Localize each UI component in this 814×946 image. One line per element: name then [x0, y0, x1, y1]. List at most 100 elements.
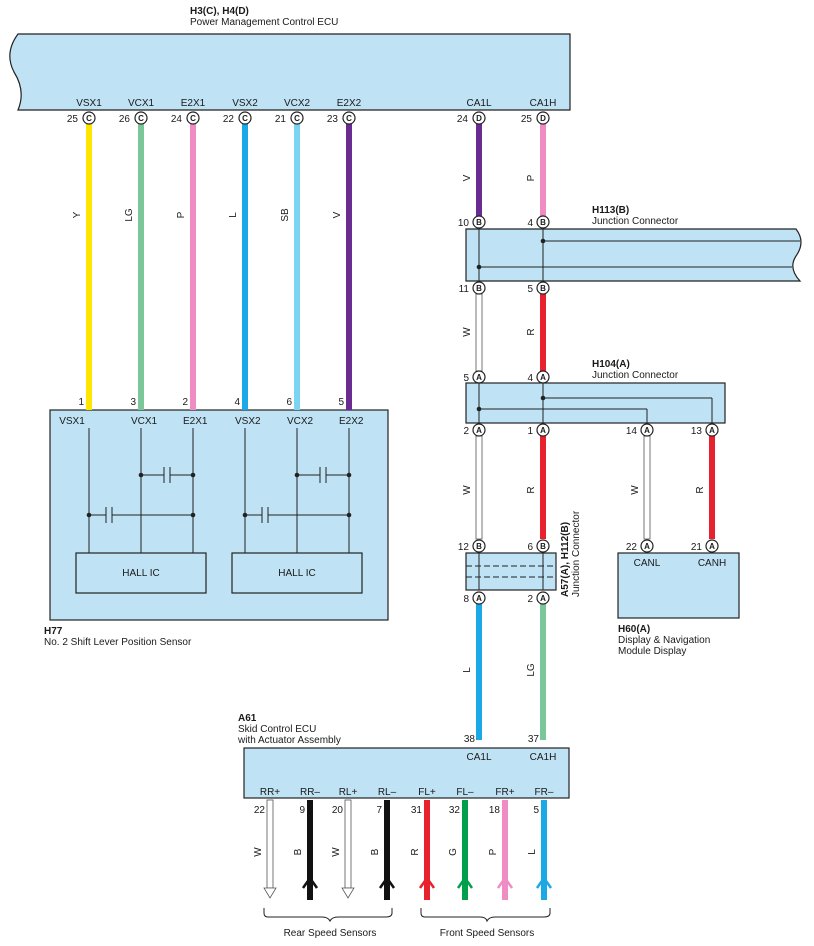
- ecu-pin-name: E2X2: [337, 98, 362, 109]
- hall-ic-box: [231, 552, 363, 594]
- a61-pin-name: CA1L: [466, 752, 491, 763]
- h104-pin-num: 13: [691, 426, 703, 437]
- arrow-up-icon: [496, 875, 514, 889]
- junction-dot: [540, 395, 546, 401]
- a61-pin-name: FR–: [535, 787, 554, 798]
- h60-pin-num: 21: [691, 542, 703, 553]
- h113-terminal-letter: B: [476, 218, 482, 227]
- wire-color-label: V: [332, 211, 343, 218]
- h77-subtitle: No. 2 Shift Lever Position Sensor: [44, 637, 192, 648]
- a61-pin-num: 32: [449, 805, 461, 816]
- h77-pin-name: VSX1: [59, 416, 85, 427]
- a61-pin-name: FL–: [456, 787, 474, 798]
- ecu-pin-num: 24: [457, 114, 469, 125]
- ecu-pin-name: E2X1: [181, 98, 206, 109]
- h113-terminal-letter: B: [540, 284, 546, 293]
- ecu-pin-num: 25: [521, 114, 533, 125]
- h104-terminal-letter: A: [709, 426, 715, 435]
- ecu-pin-name: CA1H: [530, 98, 557, 109]
- wire-p: [190, 124, 196, 410]
- ecu-pin-num: 21: [275, 114, 287, 125]
- wire-color-label: SB: [280, 208, 291, 222]
- h113-pin-num: 11: [459, 284, 470, 295]
- h113-terminal-letter: B: [540, 218, 546, 227]
- h104-terminal-letter: A: [476, 426, 482, 435]
- arrow-up-icon: [378, 875, 396, 889]
- ecu-terminal: [238, 111, 252, 125]
- a57-pin-num: 6: [527, 542, 533, 553]
- wire-color-label: L: [228, 212, 239, 218]
- wire-l: [541, 800, 547, 900]
- ecu-pin-num: 26: [119, 114, 131, 125]
- ecu-terminal-letter: D: [540, 114, 546, 123]
- rear-speed-sensors-label: Rear Speed Sensors: [284, 928, 377, 939]
- ecu-terminal: [536, 111, 550, 125]
- h104-terminal: [705, 423, 719, 437]
- h113-pin-num: 5: [527, 284, 533, 295]
- h77-pin-num: 3: [130, 397, 136, 408]
- a57-terminal: [472, 539, 486, 553]
- ecu-pin-num: 24: [171, 114, 183, 125]
- wire-color-label: W: [253, 847, 264, 857]
- ecu-pin-name: VSX1: [76, 98, 102, 109]
- wire-color-label: W: [630, 485, 641, 495]
- arrow-down-icon: [263, 887, 277, 899]
- ecu-terminal-letter: C: [346, 114, 352, 123]
- wire-color-label: LG: [526, 663, 537, 677]
- wire-color-label: Y: [72, 211, 83, 218]
- component-boxes-layer: [9, 33, 802, 923]
- wire-v: [346, 124, 352, 410]
- h104-pin-num: 5: [463, 373, 469, 384]
- wire-color-label: L: [462, 667, 473, 673]
- wire-color-label: P: [526, 174, 537, 181]
- junction-dot: [190, 472, 196, 478]
- h60-box: [617, 552, 740, 619]
- h77-pin-name: E2X2: [339, 416, 364, 427]
- a57-title: A57(A), H112(B): [560, 522, 571, 597]
- a57-terminal-letter: A: [540, 594, 546, 603]
- junction-dot: [346, 472, 352, 478]
- ecu-terminal: [134, 111, 148, 125]
- a61-pin-num: 38: [464, 734, 476, 745]
- a61-box: [243, 747, 570, 799]
- h113-terminal: [472, 215, 486, 229]
- ecu-terminal: [472, 111, 486, 125]
- h60-subtitle: Display & Navigation: [618, 635, 710, 646]
- brace-rear: [263, 908, 393, 923]
- h77-pin-num: 4: [234, 397, 240, 408]
- h60-title: H60(A): [618, 624, 650, 635]
- a57-subtitle: Junction Connector: [571, 510, 582, 597]
- wire-color-label: L: [527, 849, 538, 855]
- a57-terminal-letter: B: [540, 542, 546, 551]
- a61-pin-name: FL+: [418, 787, 436, 798]
- h77-pin-name: VSX2: [235, 416, 261, 427]
- junction-dot: [540, 238, 546, 244]
- wire-color-label: G: [448, 848, 459, 856]
- wire-y: [86, 124, 92, 410]
- wire-l: [242, 124, 248, 410]
- h104-terminal: [472, 370, 486, 384]
- h104-title: H104(A): [592, 359, 630, 370]
- hall-ic-box: [75, 552, 207, 594]
- wire-w: [266, 799, 274, 889]
- h104-terminal-letter: A: [540, 373, 546, 382]
- a57-pin-num: 2: [527, 594, 533, 605]
- h77-pin-num: 2: [182, 397, 188, 408]
- junction-dot: [346, 512, 352, 518]
- wire-color-label: B: [293, 848, 304, 855]
- a61-title: A61: [238, 713, 257, 724]
- arrow-up-icon: [301, 875, 319, 889]
- arrow-up-icon: [456, 875, 474, 889]
- a57-box: [465, 552, 557, 591]
- junction-dot: [476, 264, 482, 270]
- wire-color-label: R: [410, 848, 421, 855]
- h77-title: H77: [44, 626, 63, 637]
- wire-w: [643, 435, 651, 540]
- ecu-terminal-letter: C: [190, 114, 196, 123]
- h104-subtitle: Junction Connector: [592, 370, 679, 381]
- front-speed-sensors-label: Front Speed Sensors: [440, 928, 535, 939]
- a61-pin-num: 5: [533, 805, 539, 816]
- wire-color-label: W: [462, 485, 473, 495]
